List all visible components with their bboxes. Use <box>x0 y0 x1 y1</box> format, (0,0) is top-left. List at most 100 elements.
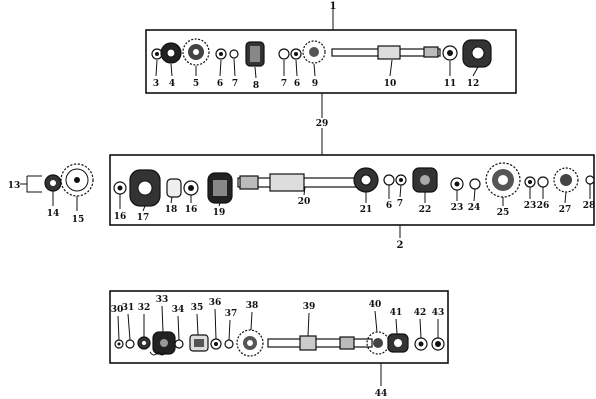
callout-label: 7 <box>281 79 287 89</box>
gear-part <box>137 336 151 350</box>
leader-lines <box>155 58 479 79</box>
callout-label: 21 <box>360 205 373 215</box>
washer-part <box>431 337 445 351</box>
gear-part <box>302 40 326 64</box>
callout-label: 16 <box>114 212 127 222</box>
callout-label: 17 <box>137 213 150 223</box>
washer-part <box>395 174 407 186</box>
callout-label: 43 <box>432 308 445 318</box>
callout-label: 39 <box>303 302 316 312</box>
assembly-frame <box>109 290 449 364</box>
gear-part <box>207 172 233 204</box>
callout-label: 26 <box>537 201 550 211</box>
washer-part <box>114 339 124 349</box>
gear-part <box>26 174 62 193</box>
washer-part <box>113 181 127 195</box>
shaft-part <box>237 173 359 192</box>
washer-part <box>210 338 222 350</box>
callout-label: 9 <box>312 79 318 89</box>
callout-label: 38 <box>246 301 259 311</box>
callout-label: 31 <box>122 303 135 313</box>
callout-label: 33 <box>156 295 169 305</box>
washer-part <box>524 176 536 188</box>
washer-part <box>585 175 595 185</box>
spring-part <box>149 351 167 356</box>
bearing-part <box>189 334 209 352</box>
callout-label: 37 <box>225 309 238 319</box>
gear-part <box>129 169 161 207</box>
washer-part <box>537 176 549 188</box>
callout-label: 22 <box>419 205 432 215</box>
gear-part <box>182 38 210 66</box>
washer-part <box>278 48 290 60</box>
washer-part <box>183 180 199 196</box>
callout-label: 4 <box>169 79 175 89</box>
ring-part <box>469 178 481 190</box>
shaft-part <box>267 335 373 351</box>
assembly-frame <box>145 29 517 94</box>
shaft-part <box>331 45 441 60</box>
washer-part <box>383 174 395 186</box>
bottom-assembly: 30 31 32 33 34 35 36 37 38 39 40 41 42 4… <box>109 290 449 399</box>
callout-label: 8 <box>253 81 259 91</box>
callout-label: 6 <box>294 79 300 89</box>
callout-label: 40 <box>369 300 382 310</box>
callout-label: 3 <box>153 79 159 89</box>
callout-label: 24 <box>468 203 481 213</box>
callout-label: 12 <box>467 79 480 89</box>
callout-label: 1 <box>330 1 337 12</box>
callout-label: 19 <box>213 208 226 218</box>
middle-assembly: 13 14 15 <box>8 154 595 251</box>
callout-label: 42 <box>414 308 427 318</box>
gear-part <box>160 42 182 64</box>
callout-label: 32 <box>138 303 151 313</box>
callout-label: 20 <box>298 197 311 207</box>
callout-label: 15 <box>72 215 85 225</box>
callout-label: 2 <box>397 240 404 251</box>
top-assembly: 1 <box>145 1 517 94</box>
callout-label: 25 <box>497 208 510 218</box>
callout-label: 6 <box>386 201 392 211</box>
gear-part <box>412 167 438 193</box>
callout-label: 7 <box>397 199 403 209</box>
gear-part <box>152 331 176 355</box>
gear-part <box>387 333 409 353</box>
callout-label: 36 <box>209 298 222 308</box>
washer-part <box>125 339 135 349</box>
washer-part <box>174 339 184 349</box>
leader-lines <box>117 305 439 341</box>
assembly-frame <box>109 154 595 226</box>
callout-label: 18 <box>165 205 178 215</box>
washer-part <box>442 45 458 61</box>
callout-label: 27 <box>559 205 572 215</box>
callout-label: 34 <box>172 305 185 315</box>
washer-part <box>215 48 227 60</box>
gear-part <box>462 39 492 68</box>
gear-part <box>236 329 264 357</box>
callout-label: 10 <box>384 79 397 89</box>
link-callout: 29 <box>316 93 329 155</box>
washer-part <box>290 48 302 60</box>
callout-label: 30 <box>111 305 124 315</box>
callout-label: 16 <box>185 205 198 215</box>
callout-label: 5 <box>193 79 199 89</box>
gear-part <box>245 41 265 67</box>
sprocket-part <box>60 163 94 197</box>
gear-part <box>553 167 579 193</box>
callout-label: 23 <box>524 201 537 211</box>
gear-part <box>353 167 379 193</box>
callout-label: 29 <box>316 119 329 129</box>
callout-label: 6 <box>217 79 223 89</box>
washer-part <box>450 177 464 191</box>
callout-label: 44 <box>375 389 388 399</box>
leader-lines <box>119 184 591 212</box>
callout-label: 41 <box>390 308 403 318</box>
washer-part <box>414 337 428 351</box>
ring-part <box>224 339 234 349</box>
bushing-part <box>166 178 182 198</box>
callout-label: 13 <box>8 181 21 191</box>
ring-part <box>229 49 239 59</box>
callout-label: 14 <box>47 209 60 219</box>
callout-label: 11 <box>444 79 457 89</box>
